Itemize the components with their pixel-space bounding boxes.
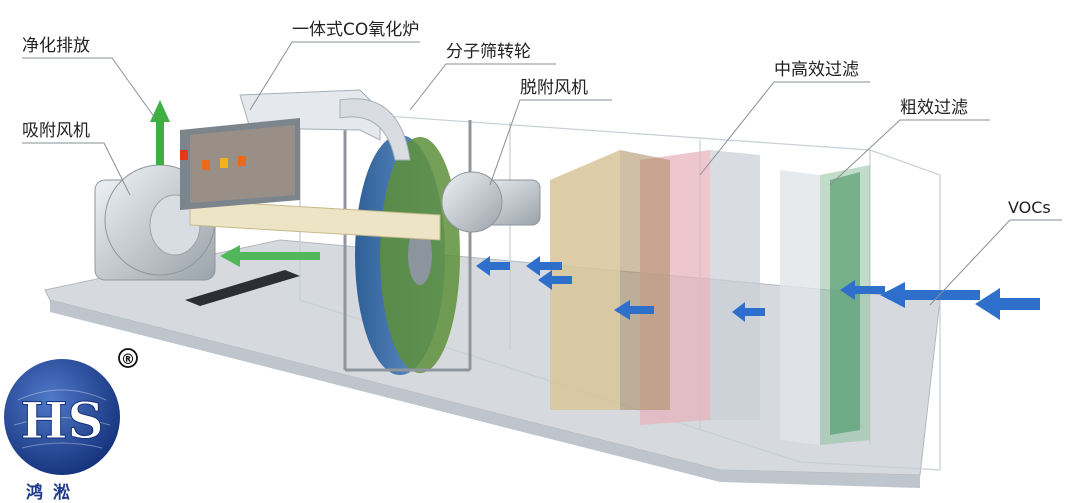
wheel-frame <box>343 120 472 372</box>
co-oxidizer <box>180 118 300 210</box>
ducting <box>189 89 441 241</box>
registered-mark: ® <box>121 352 135 368</box>
label-exhaust: 净化排放 <box>22 36 90 56</box>
label-vocs: VOCs <box>1008 198 1051 217</box>
recirculation-arrow <box>220 245 320 267</box>
label-zeolite-wheel: 分子筛转轮 <box>446 42 531 62</box>
brand-name: 鸿淞 <box>26 483 80 503</box>
zeolite-wheel <box>355 135 460 375</box>
exhaust-arrow <box>150 100 170 165</box>
desorption-fan <box>441 171 541 233</box>
pre-filter-bank <box>550 150 670 410</box>
brand-logo: HS ® <box>4 348 138 475</box>
label-adsorption-fan: 吸附风机 <box>22 121 90 141</box>
inflow-arrows <box>476 256 1040 322</box>
label-coarse-filter: 粗效过滤 <box>900 98 968 118</box>
coarse-filter-bank <box>780 165 870 445</box>
label-co-oxidizer: 一体式CO氧化炉 <box>292 20 420 40</box>
label-mid-high-filter: 中高效过滤 <box>774 60 859 80</box>
logo-monogram: HS <box>20 391 103 450</box>
callout-lines <box>22 41 1062 306</box>
label-desorption-fan: 脱附风机 <box>520 78 588 98</box>
floor-vent <box>185 270 300 306</box>
